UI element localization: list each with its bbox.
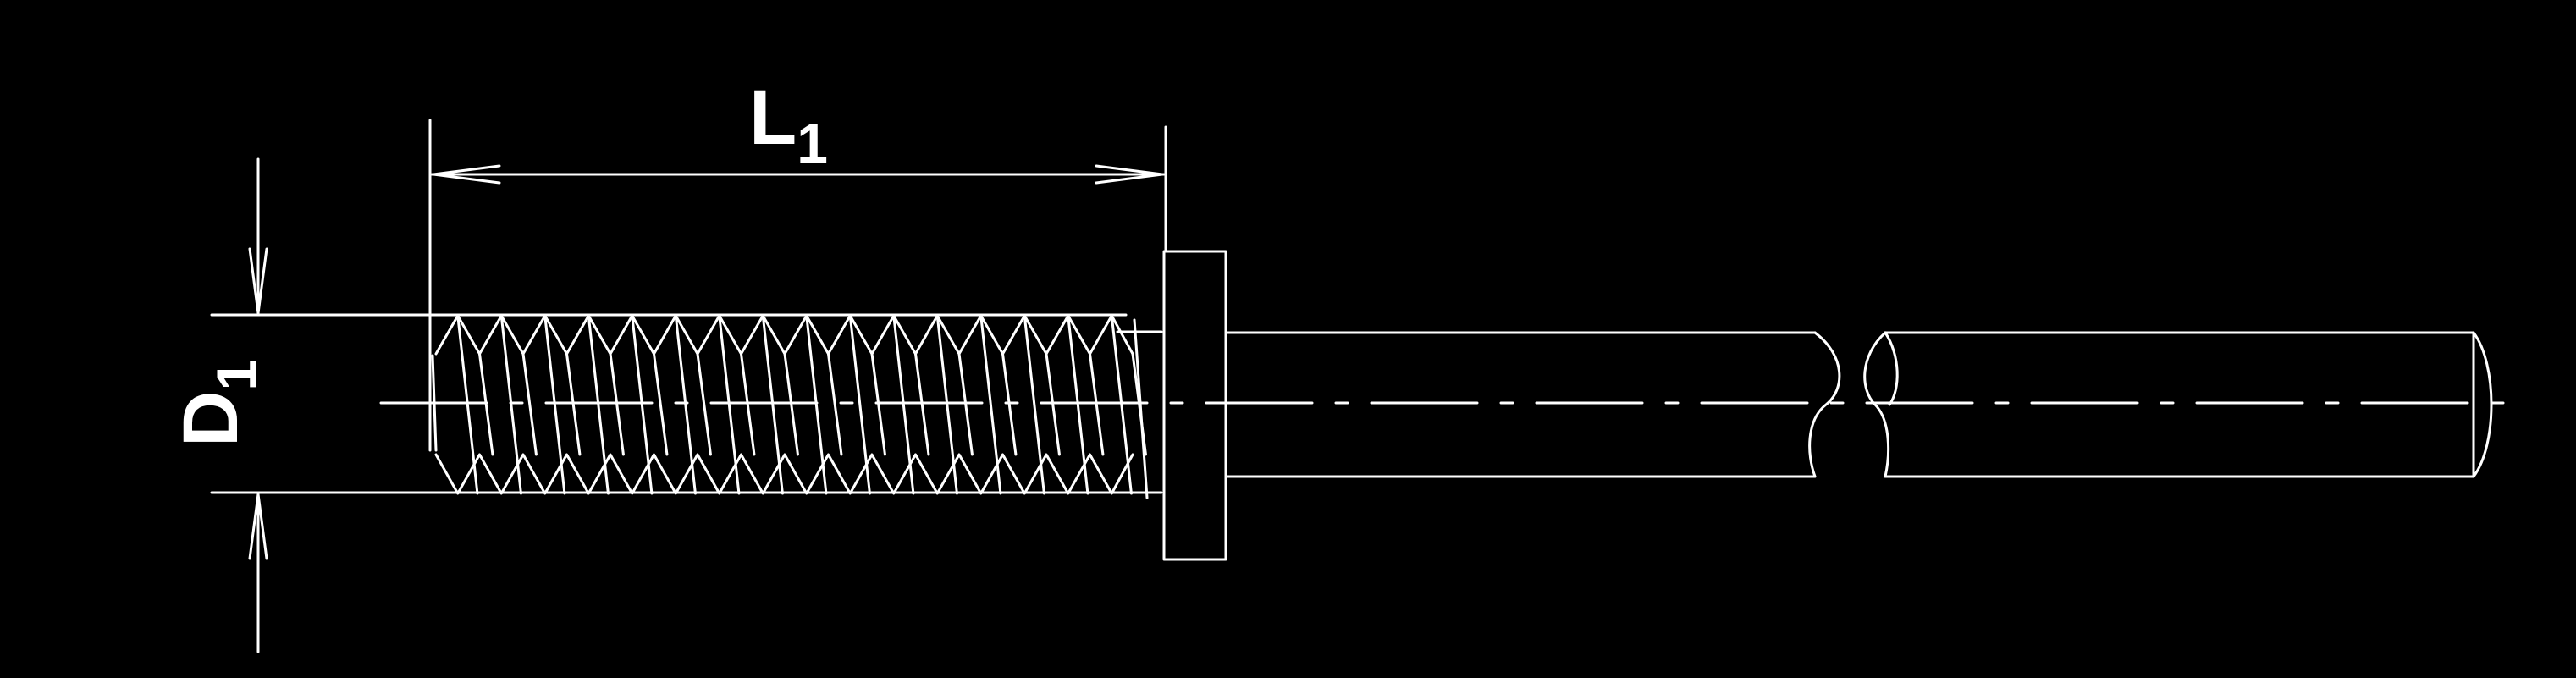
l1-arrow-left (432, 164, 501, 185)
thread-flank-line (1023, 314, 1045, 495)
break-mark-right-inner (1884, 331, 1899, 406)
diameter-label-subscript: 1 (205, 360, 268, 391)
thread-root-line (827, 352, 843, 456)
thread-flank-line (935, 314, 958, 495)
d1-arrow-top (248, 247, 268, 315)
thread-root-line (914, 352, 930, 456)
thread-root-line (957, 352, 974, 456)
thread-crest-bottom (434, 453, 1134, 495)
thread-root-line (696, 352, 712, 456)
thread-root-line (1045, 352, 1061, 456)
thread-start-edge (431, 354, 438, 452)
thread-flank-line (1067, 314, 1089, 495)
l1-arrow-right (1095, 164, 1164, 185)
thread-end-edge (1133, 318, 1149, 499)
shaft-right (1863, 331, 2493, 478)
thread-root-line (565, 352, 582, 456)
thread-root-line (1001, 352, 1018, 456)
diameter-label: D1 (168, 360, 268, 447)
thread-flank-line (456, 314, 479, 495)
break-mark-left (1808, 331, 1841, 478)
thread-flank-line (848, 314, 871, 495)
thread-flank-line (1110, 314, 1133, 495)
thread-flank-line (587, 314, 610, 495)
shaft-left (1224, 331, 1841, 478)
thread-flank-line (761, 314, 784, 495)
thread-root-line (783, 352, 799, 456)
thread-flank-line (892, 314, 915, 495)
thread-root-line (609, 352, 625, 456)
thread-flank-line (979, 314, 1002, 495)
thread-root-line (1089, 352, 1105, 456)
length-label: L1 (749, 74, 828, 174)
d1-arrow-bottom (248, 493, 268, 560)
thread-root-line (740, 352, 756, 456)
length-label-letter: L (749, 74, 797, 161)
threaded-section (431, 314, 1163, 499)
thread-flank-line (674, 314, 697, 495)
thread-flank-line (718, 314, 741, 495)
thread-flank-line (499, 314, 522, 495)
shaft-end-chamfer (2472, 331, 2493, 478)
break-mark-right (1863, 331, 1890, 478)
collar (1162, 250, 1227, 561)
diameter-dimension (210, 157, 1128, 653)
thread-root-line (478, 352, 494, 456)
thread-flank-line (631, 314, 654, 495)
thread-root-line (653, 352, 669, 456)
length-dimension (428, 119, 1167, 452)
thread-root-line (521, 352, 538, 456)
thread-root-line (870, 352, 886, 456)
diameter-label-letter: D (168, 391, 254, 447)
thread-flank-line (805, 314, 828, 495)
thread-flanks (456, 314, 1147, 495)
length-label-subscript: 1 (797, 112, 828, 174)
thread-flank-line (543, 314, 566, 495)
